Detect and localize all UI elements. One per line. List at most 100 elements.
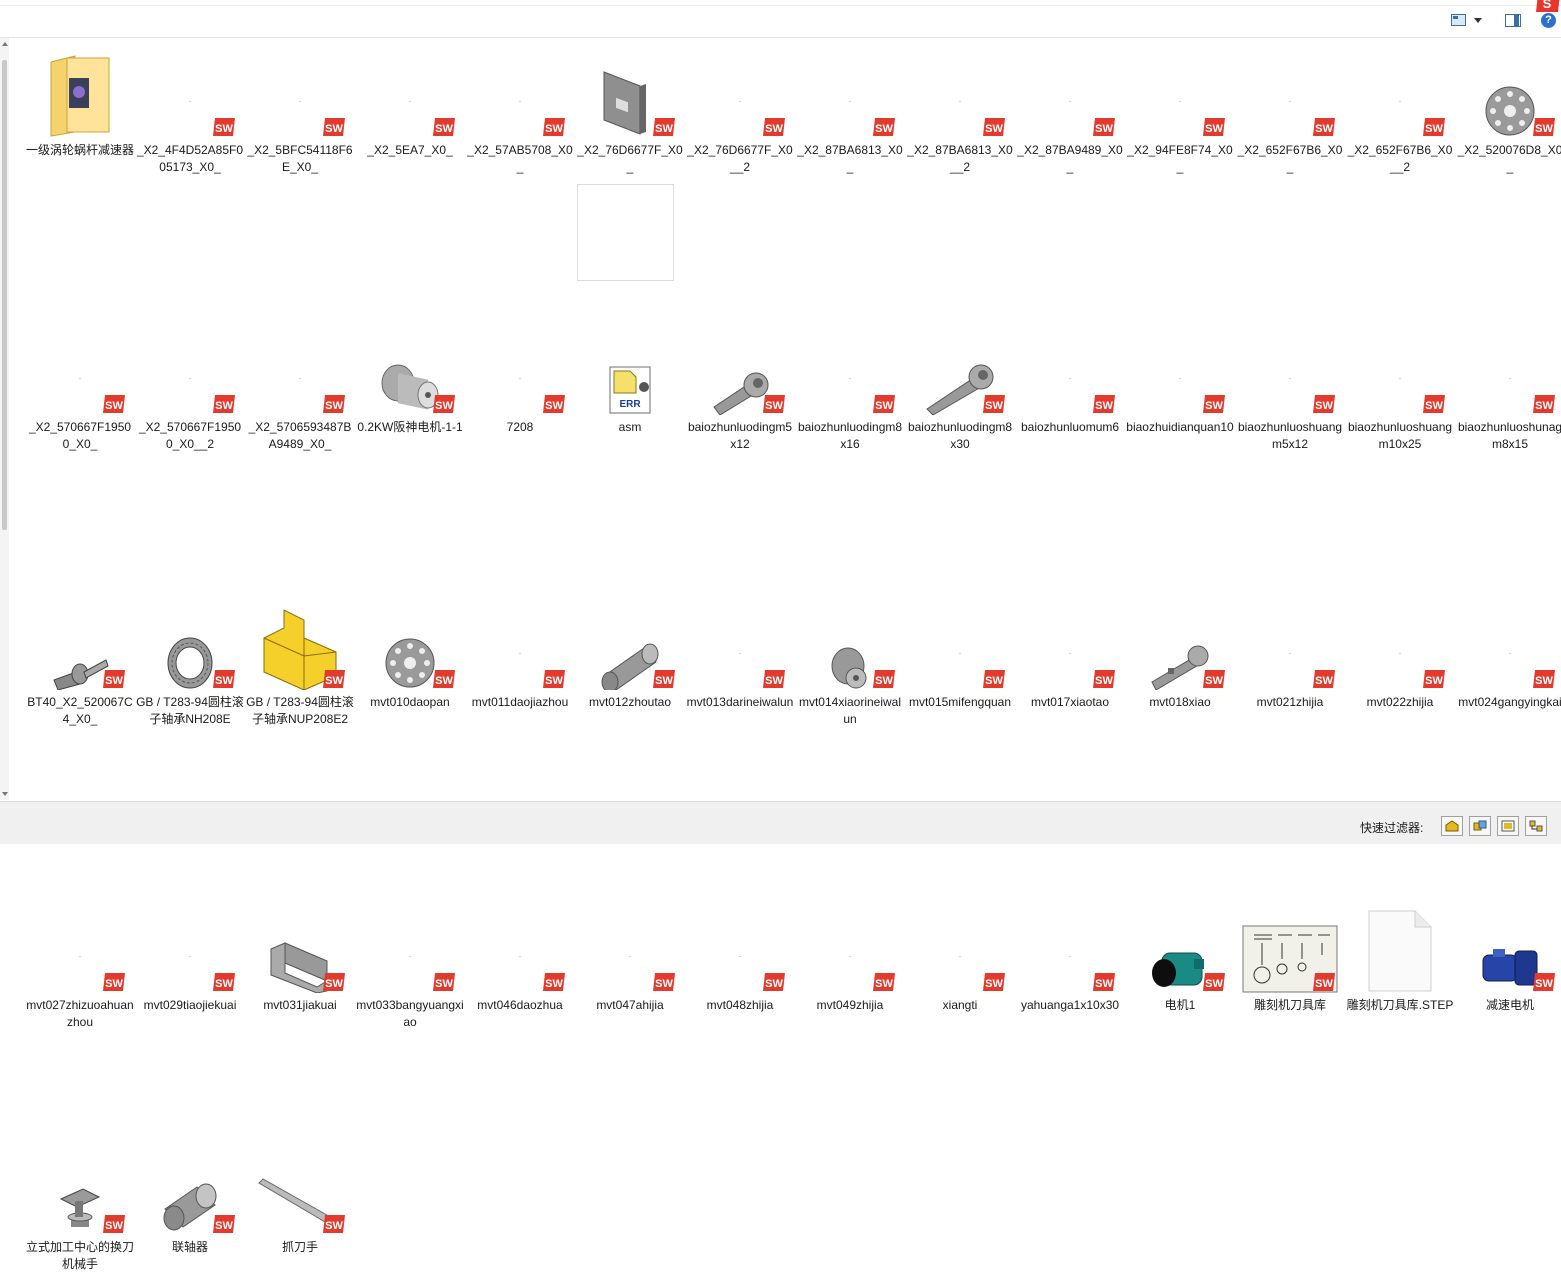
solidworks-file-icon: SW [432, 393, 456, 415]
disc-preview-icon [356, 318, 464, 690]
filter-top-level-button[interactable] [1524, 815, 1548, 837]
svg-text:SW: SW [1095, 675, 1113, 687]
file-item[interactable]: ·SW _X2_94FE8F74_X0_ [1126, 38, 1234, 182]
view-mode-icon[interactable] [1450, 12, 1466, 28]
file-item[interactable]: ·SW_X2_5706593487BA9489_X0_ [246, 178, 354, 459]
file-item[interactable]: ·SW_X2_87BA6813_X0__2 [906, 38, 1014, 182]
file-thumbnail [1346, 468, 1454, 992]
file-name: GB / T283-94圆柱滚子轴承NH208E [136, 695, 244, 726]
file-thumbnail: ·SW [246, 38, 354, 138]
file-item[interactable]: ·SW_X2_5BFC54118F6E_X0_ [246, 38, 354, 182]
file-item[interactable]: ·SW_X2_4F4D52A85F005173_X0_ [136, 38, 244, 182]
file-item[interactable]: ·SW_X2_652F67B6_X0_ [1236, 38, 1344, 182]
file-thumbnail: ·SW [1346, 178, 1454, 413]
file-item[interactable]: ·SW_X2_87BA9489_X0_ [1016, 38, 1124, 182]
file-thumbnail: SW [356, 178, 464, 413]
chevron-down-icon[interactable] [1472, 12, 1484, 28]
scroll-thumb[interactable] [2, 60, 7, 530]
file-thumbnail: SW [1456, 38, 1561, 138]
solidworks-file-icon: SW [1202, 393, 1226, 415]
file-thumbnail: ·SW [1126, 178, 1234, 413]
file-item[interactable]: ·SW_X2_76D6677F_X0__2 [686, 38, 794, 182]
bolt-preview-icon [686, 178, 794, 415]
scroll-down-icon[interactable] [2, 792, 8, 796]
file-item[interactable]: ·SW_X2_570667F19500_X0_ [26, 178, 134, 459]
file-item[interactable]: SW_X2_76D6677F_X0_ [576, 38, 684, 182]
file-item[interactable]: 一级涡轮蜗杆减速器 [26, 38, 134, 182]
solidworks-file-icon: SW [542, 116, 566, 138]
empty-preview-icon: · [1178, 96, 1182, 106]
file-item[interactable]: ·SW_X2_652F67B6_X0__2 [1346, 38, 1454, 182]
file-thumbnail: ·SW [686, 38, 794, 138]
solidworks-file-icon: SW [1532, 668, 1556, 690]
scroll-up-icon[interactable] [2, 42, 8, 46]
vertical-scrollbar[interactable] [0, 38, 9, 800]
file-item[interactable]: ·SW_X2_57AB5708_X0_ [466, 38, 574, 182]
file-thumbnail: ·SW [1126, 38, 1234, 138]
solidworks-file-icon: SW [322, 116, 346, 138]
spindle-preview-icon [26, 318, 134, 690]
toolbar-divider [0, 5, 1561, 6]
task-pane-icon[interactable] [1504, 12, 1522, 28]
svg-text:SW: SW [655, 675, 673, 687]
file-item[interactable]: ·SW_X2_5EA7_X0_ [356, 38, 464, 182]
file-thumbnail: ·SW [1016, 468, 1124, 991]
file-thumbnail: ·SW [1456, 178, 1561, 413]
svg-text:SW: SW [325, 1220, 343, 1232]
filter-assemblies-button[interactable] [1468, 815, 1492, 837]
file-name: mvt048zhijia [706, 998, 774, 1012]
file-name: _X2_94FE8F74_X0_ [1127, 143, 1233, 174]
solidworks-file-icon: SW [652, 668, 676, 690]
file-item[interactable]: 雕刻机刀具库.STEP [1346, 468, 1454, 1037]
file-thumbnail: ·SW [1236, 38, 1344, 138]
filter-parts-button[interactable] [1440, 815, 1464, 837]
solidworks-file-icon: SW [1532, 971, 1556, 993]
file-item[interactable]: ·SW_X2_87BA6813_X0_ [796, 38, 904, 182]
file-item[interactable]: SW_X2_520076D8_X0_ [1456, 38, 1561, 182]
file-name: mvt047ahijia [596, 998, 664, 1012]
help-button[interactable]: ? [1540, 12, 1557, 28]
filter-drawings-button[interactable] [1496, 815, 1520, 837]
file-item[interactable]: ·SW_X2_570667F19500_X0__2 [136, 178, 244, 459]
empty-preview-icon: · [188, 373, 192, 383]
empty-preview-icon: · [848, 951, 852, 961]
